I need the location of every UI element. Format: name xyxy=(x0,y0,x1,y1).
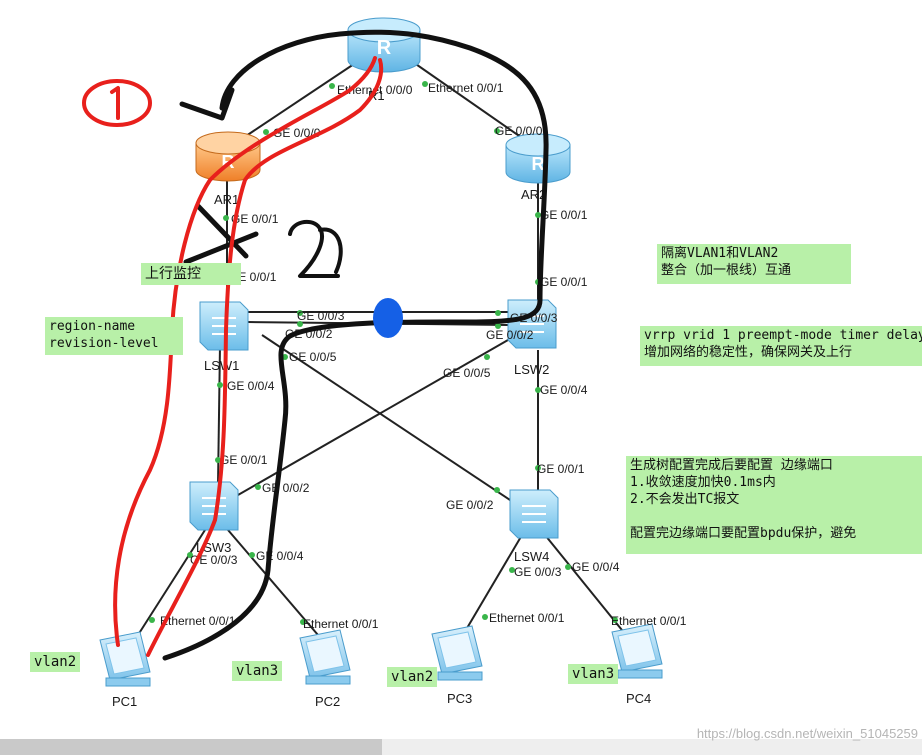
link-lsw4-pc3 xyxy=(459,534,523,641)
port-label: GE 0/0/3 xyxy=(510,311,558,325)
svg-text:R: R xyxy=(377,37,392,59)
pc-icon xyxy=(299,629,351,685)
pc-pc2[interactable]: PC2 xyxy=(299,629,351,709)
pc-pc4[interactable]: PC4 xyxy=(611,623,663,706)
ar1-label: AR1 xyxy=(214,192,239,207)
port-label: GE 0/0/4 xyxy=(256,549,304,563)
port-label: GE 0/0/3 xyxy=(514,565,562,579)
port-label: Ethernet 0/0/1 xyxy=(303,617,379,631)
port-label: Ethernet 0/0/1 xyxy=(611,614,687,628)
port-label: GE 0/0/4 xyxy=(227,379,275,393)
note-isolate: 隔离VLAN1和VLAN2 整合（加一根线）互通 xyxy=(657,244,851,284)
port-label: GE 0/0/3 xyxy=(190,553,238,567)
port-label: Ethernet 0/0/1 xyxy=(489,611,565,625)
black-two-mark xyxy=(288,219,343,278)
lsw1-label: LSW1 xyxy=(204,358,239,373)
port-label: GE 0/0/1 xyxy=(540,208,588,222)
pc2-label: PC2 xyxy=(315,694,340,709)
pc-pc3[interactable]: PC3 xyxy=(431,625,483,706)
port-label: Ethernet 0/0/1 xyxy=(160,614,236,628)
note-stp: 生成树配置完成后要配置 边缘端口 1.收敛速度加快0.1ms内 2.不会发出TC… xyxy=(626,456,922,554)
switch-lsw3[interactable]: LSW3 xyxy=(189,481,239,555)
vlan-tag-pc4: vlan3 xyxy=(568,664,619,684)
link-lsw3-pc2 xyxy=(227,529,319,636)
port-label: GE 0/0/2 xyxy=(262,481,310,495)
vlan-tag-pc2: vlan3 xyxy=(232,661,283,681)
link-r1-ar2 xyxy=(409,59,526,141)
pc-icon xyxy=(99,631,151,687)
ar2-label: AR2 xyxy=(521,187,546,202)
black-arrow-path xyxy=(219,29,549,303)
red-circle-mark xyxy=(82,79,152,127)
lsw4-label: LSW4 xyxy=(514,549,549,564)
red-one-mark xyxy=(110,86,120,120)
lsw2-label: LSW2 xyxy=(514,362,549,377)
svg-text:R: R xyxy=(532,154,545,174)
pc-pc1[interactable]: PC1 xyxy=(99,631,151,709)
port-label: GE 0/0/1 xyxy=(540,275,588,289)
port-label: GE 0/0/1 xyxy=(220,453,268,467)
port-label: GE 0/0/0 xyxy=(495,124,543,138)
pc-icon xyxy=(431,625,483,681)
link-lsw1-lsw4 xyxy=(261,334,511,501)
port-label: GE 0/0/2 xyxy=(486,328,534,342)
switch-lsw2[interactable]: LSW2 xyxy=(507,299,557,377)
port-label: GE 0/0/4 xyxy=(540,383,588,397)
switch-icon xyxy=(189,481,239,531)
port-label: Ethernet 0/0/1 xyxy=(428,81,504,95)
block-x-mark xyxy=(183,203,259,265)
port-label: GE 0/0/1 xyxy=(231,212,279,226)
port-label: GE 0/0/5 xyxy=(443,366,491,380)
switch-icon xyxy=(199,301,249,351)
pc3-label: PC3 xyxy=(447,691,472,706)
switch-lsw1[interactable]: LSW1 xyxy=(199,301,249,373)
router-ar1[interactable]: R AR1 xyxy=(195,131,261,207)
black-path-right xyxy=(162,297,543,661)
port-label: GE 0/0/5 xyxy=(289,350,337,364)
link-lsw3-pc1 xyxy=(137,529,206,636)
horizontal-scrollbar[interactable] xyxy=(0,739,922,755)
note-uplink-monitor: 上行监控 xyxy=(141,263,241,285)
scrollbar-thumb[interactable] xyxy=(0,739,382,755)
port-label: GE 0/0/1 xyxy=(537,462,585,476)
note-region: region-name revision-level xyxy=(45,317,183,355)
pc4-label: PC4 xyxy=(626,691,651,706)
pc-icon xyxy=(611,623,663,679)
vlan-tag-pc3: vlan2 xyxy=(387,667,438,687)
switch-lsw4[interactable]: LSW4 xyxy=(509,489,559,564)
note-vrrp: vrrp vrid 1 preempt-mode timer delay 增加网… xyxy=(640,326,922,366)
black-arrowhead xyxy=(179,87,235,121)
pc1-label: PC1 xyxy=(112,694,137,709)
router-icon: R xyxy=(347,17,421,73)
link-r1-ar1 xyxy=(239,59,361,141)
router-icon: R xyxy=(505,133,571,184)
red-path-2 xyxy=(146,58,384,657)
blue-dot-mark xyxy=(373,298,403,338)
router-ar2[interactable]: R AR2 xyxy=(505,133,571,202)
port-label: GE 0/0/2 xyxy=(446,498,494,512)
switch-icon xyxy=(509,489,559,539)
vlan-tag-pc1: vlan2 xyxy=(30,652,81,672)
link-lsw2-lsw3 xyxy=(237,339,509,496)
watermark-text: https://blog.csdn.net/weixin_51045259 xyxy=(696,726,918,741)
port-label: GE 0/0/3 xyxy=(297,309,345,323)
port-label: GE 0/0/4 xyxy=(572,560,620,574)
